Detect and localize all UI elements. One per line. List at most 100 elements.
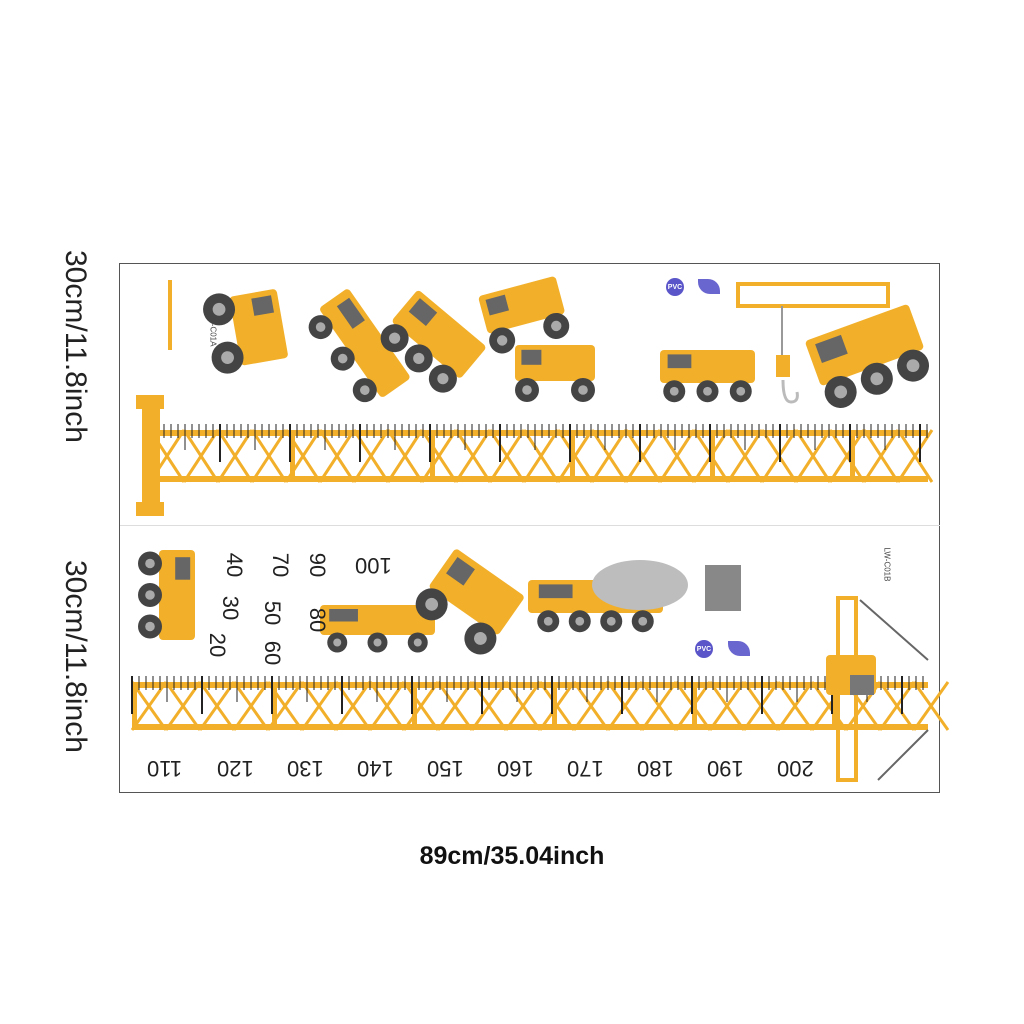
wheel-loader <box>380 290 486 393</box>
ruler-label: 100 <box>355 553 392 578</box>
ruler-label: 120 <box>217 756 254 781</box>
crawler-excavator-window <box>251 295 275 316</box>
mast-base <box>136 502 164 516</box>
bottom-ruler-truss <box>164 681 202 731</box>
wheeled-excavator-hub <box>669 386 679 396</box>
crane-hook <box>781 379 799 404</box>
bulldozer <box>320 605 435 653</box>
articulated-dump-truck-hub <box>359 385 370 395</box>
bulldozer-hub <box>333 638 342 647</box>
dump-truck-side <box>138 550 195 640</box>
crane-mast <box>142 395 160 515</box>
top-ruler-truss <box>794 429 832 483</box>
concrete-truck-tilted-hub <box>425 597 439 611</box>
width-label: 89cm/35.04inch <box>419 842 605 870</box>
ruler-label: 30 <box>218 595 244 621</box>
bottom-ruler-top-rail <box>132 682 928 688</box>
top-ruler-post <box>710 430 715 482</box>
cement-mixer-truck-window <box>538 584 573 599</box>
articulated-dump-truck <box>308 289 410 403</box>
front-loader-hub <box>496 335 508 346</box>
dump-truck-hub <box>870 372 884 386</box>
wheeled-excavator-hub <box>736 386 746 396</box>
bottom-ruler-truss <box>708 681 746 731</box>
crane-cab-window <box>850 675 874 695</box>
top-ruler-truss <box>726 429 764 483</box>
wheeled-excavator-hub <box>703 386 712 396</box>
top-ruler-top-rail <box>150 430 928 436</box>
dump-truck-hub <box>834 385 848 399</box>
ruler-label: 200 <box>777 756 814 781</box>
wheeled-excavator <box>660 350 755 403</box>
top-ruler-truss <box>352 429 390 483</box>
bottom-ruler-truss <box>198 681 236 731</box>
ruler-label: 150 <box>427 756 464 781</box>
articulated-dump-truck-hub <box>337 353 348 364</box>
dump-truck-window <box>815 334 848 364</box>
mixer-drum <box>592 560 688 610</box>
top-ruler-truss <box>488 429 526 483</box>
ruler-label: 170 <box>567 756 604 781</box>
dump-truck-side-hub <box>145 621 155 632</box>
ruler-label: 190 <box>707 756 744 781</box>
ruler-label: 50 <box>260 600 286 626</box>
top-ruler-truss <box>454 429 492 483</box>
ruler-label: 90 <box>305 552 331 578</box>
backhoe-loader-window <box>521 349 542 365</box>
pvc-badge-bottom: PVC <box>695 640 713 658</box>
front-loader <box>478 276 570 354</box>
ruler-label: 70 <box>268 552 294 578</box>
top-ruler-truss <box>318 429 356 483</box>
front-loader-window <box>485 294 510 316</box>
bottom-ruler-bottom-rail <box>132 724 928 730</box>
sheet-divider <box>120 525 940 526</box>
dump-truck-side-hub <box>145 558 155 569</box>
ruler-label: 20 <box>205 632 231 658</box>
top-ruler-truss <box>828 429 866 483</box>
wheel-loader-window <box>408 298 438 327</box>
cement-mixer-truck-hub <box>543 616 553 626</box>
bottom-ruler-post <box>552 682 557 730</box>
top-ruler-truss <box>182 429 220 483</box>
wheel-loader-hub <box>413 352 425 365</box>
sticker-sheet <box>119 263 940 793</box>
crawler-excavator-body <box>229 289 288 366</box>
bottom-ruler-post <box>412 682 417 730</box>
wheel-loader-hub <box>437 373 449 385</box>
ruler-label: 110 <box>147 756 183 781</box>
front-loader-body <box>478 276 565 334</box>
top-ruler-post <box>570 430 575 482</box>
dump-truck-side-hub <box>145 590 155 600</box>
bulldozer-hub <box>373 638 382 647</box>
top-ruler-truss <box>590 429 628 483</box>
backhoe-loader-hub <box>578 385 588 395</box>
cement-mixer-truck-hub <box>606 616 616 626</box>
backhoe-loader-hub <box>522 385 532 395</box>
crane-hook-block <box>776 355 790 377</box>
bottom-ruler-post <box>832 682 837 730</box>
articulated-dump-truck-hub <box>315 322 326 332</box>
bottom-ruler-truss <box>402 681 440 731</box>
top-ruler-truss <box>896 429 934 483</box>
top-ruler-post <box>430 430 435 482</box>
ruler-label: 80 <box>305 607 331 633</box>
bottom-ruler-truss <box>640 681 678 731</box>
ruler-label: 140 <box>357 756 394 781</box>
backhoe-loader <box>515 345 595 402</box>
front-loader-hub <box>551 320 562 332</box>
ruler-label: 160 <box>497 756 534 781</box>
top-ruler-post <box>850 430 855 482</box>
tower-crane-jib <box>736 282 890 308</box>
cement-mixer-truck-hub <box>575 616 585 626</box>
top-ruler-truss <box>658 429 696 483</box>
bulldozer-hub <box>413 638 422 647</box>
top-ruler-truss <box>624 429 662 483</box>
bottom-ruler-post <box>692 682 697 730</box>
ruler-label: 180 <box>637 756 674 781</box>
crane-cable <box>877 729 929 781</box>
bottom-ruler-truss <box>334 681 372 731</box>
crane-cable <box>859 599 929 661</box>
top-ruler-truss <box>250 429 288 483</box>
concrete-truck-tilted-body <box>429 549 524 635</box>
